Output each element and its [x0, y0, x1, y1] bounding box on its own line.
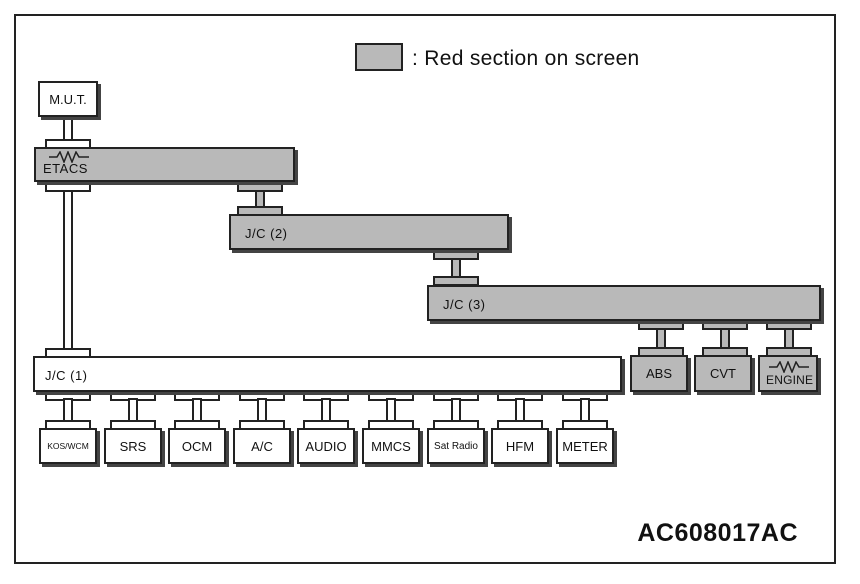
module-connector	[451, 398, 461, 423]
module-box: Sat Radio	[427, 428, 485, 464]
resistor-icon	[49, 151, 89, 163]
resistor-icon	[769, 361, 809, 373]
jc2-box: J/C (2)	[229, 214, 509, 250]
jc3-box: J/C (3)	[427, 285, 821, 321]
figure-code: AC608017AC	[637, 519, 798, 547]
jc1-box: J/C (1)	[33, 356, 622, 392]
module-box: SRS	[104, 428, 162, 464]
module-connector	[580, 398, 590, 423]
module-label: HFM	[505, 438, 535, 454]
module-connector	[192, 398, 202, 423]
engine-box: ENGINE	[758, 355, 818, 392]
abs-label: ABS	[645, 366, 672, 381]
module-label: MMCS	[371, 438, 411, 454]
module-label: SRS	[119, 438, 147, 454]
engine-label: ENGINE	[766, 373, 814, 387]
module-box: A/C	[233, 428, 291, 464]
module-label: OCM	[181, 438, 213, 454]
module-label: METER	[562, 438, 608, 454]
mut-label: M.U.T.	[49, 91, 87, 107]
module-connector	[63, 398, 73, 423]
module-connector	[128, 398, 138, 423]
module-box: MMCS	[362, 428, 420, 464]
module-label: AUDIO	[305, 438, 347, 454]
mut-box: M.U.T.	[38, 81, 98, 117]
jc3-label: J/C (3)	[443, 297, 486, 312]
abs-box: ABS	[630, 355, 688, 392]
etacs-box: ETACS	[34, 147, 295, 182]
module-connector	[515, 398, 525, 423]
legend-text: : Red section on screen	[412, 47, 640, 70]
legend-swatch	[355, 43, 403, 71]
module-box: METER	[556, 428, 614, 464]
jc1-label: J/C (1)	[45, 368, 88, 383]
cvt-label: CVT	[710, 366, 736, 381]
module-box: AUDIO	[297, 428, 355, 464]
module-label: KOS/WCM	[47, 441, 89, 451]
cvt-box: CVT	[694, 355, 752, 392]
etacs-label: ETACS	[43, 161, 88, 176]
module-connector	[386, 398, 396, 423]
module-connector	[257, 398, 267, 423]
jc2-label: J/C (2)	[245, 226, 288, 241]
module-box: KOS/WCM	[39, 428, 97, 464]
module-label: Sat Radio	[434, 440, 478, 452]
module-box: HFM	[491, 428, 549, 464]
module-label: A/C	[251, 438, 273, 454]
module-box: OCM	[168, 428, 226, 464]
module-connector	[321, 398, 331, 423]
